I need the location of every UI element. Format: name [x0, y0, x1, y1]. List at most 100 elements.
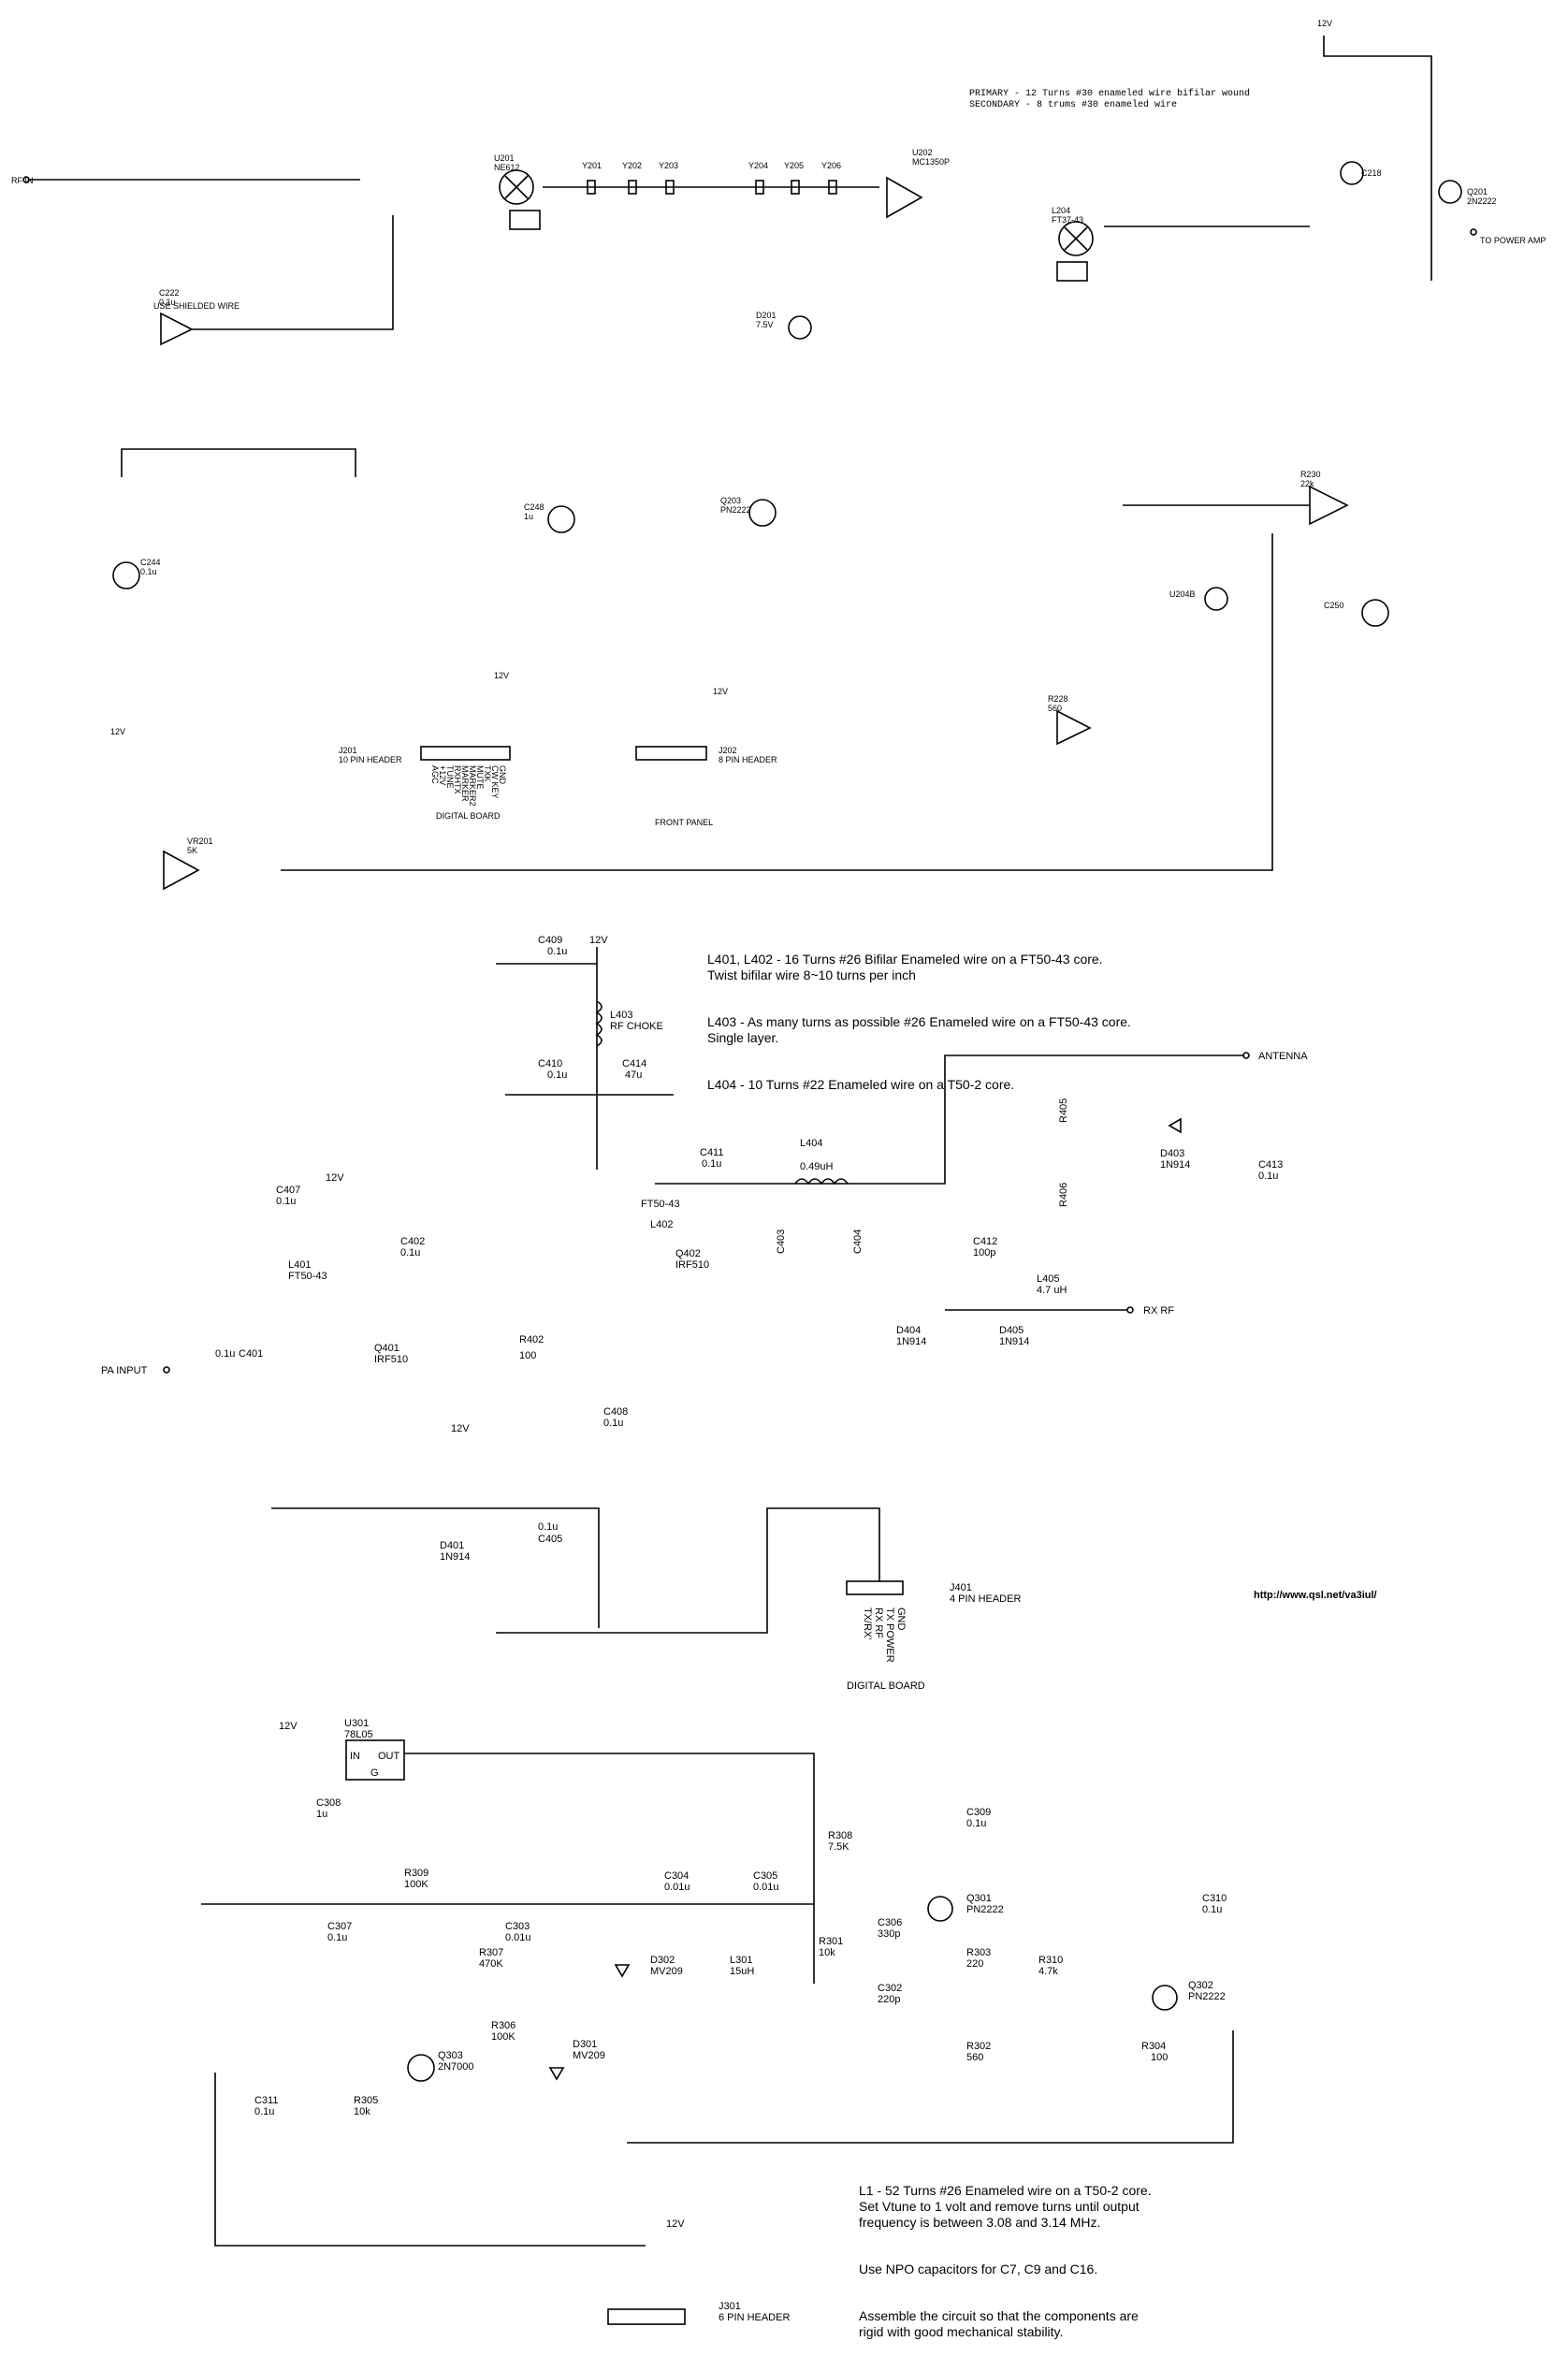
- pa-input-label: PA INPUT: [101, 1365, 148, 1376]
- j301-label: J301: [719, 2301, 741, 2312]
- r302-label: R302: [966, 2041, 991, 2052]
- q202-label: Q201: [1467, 187, 1488, 196]
- r308-label: R308: [828, 1830, 852, 1841]
- c412-value: 100p: [973, 1247, 995, 1258]
- j201-board: DIGITAL BOARD: [436, 811, 501, 821]
- j301-desc: 6 PIN HEADER: [719, 2312, 790, 2323]
- c310-value: 0.1u: [1202, 1904, 1222, 1915]
- u301-in: IN: [350, 1751, 360, 1762]
- c311-value: 0.1u: [254, 2106, 274, 2117]
- primary-note: PRIMARY - 12 Turns #30 enameled wire bif…: [969, 88, 1250, 99]
- d405-label: D405: [999, 1325, 1024, 1336]
- c409-label: C409: [538, 935, 562, 946]
- j201-connector: [420, 746, 511, 761]
- c305-value: 0.01u: [753, 1882, 779, 1893]
- r402-label: R402: [519, 1334, 544, 1346]
- pa-note-3: L404 - 10 Turns #22 Enameled wire on a T…: [707, 1077, 1015, 1092]
- j401-pin-4: TX/RX': [862, 1607, 873, 1640]
- c413-value: 0.1u: [1258, 1171, 1278, 1182]
- u204a-value: 5K: [187, 846, 197, 855]
- r306-label: R306: [491, 2020, 515, 2031]
- c407-value: 0.1u: [276, 1196, 296, 1207]
- j401-pin-3: RX RF: [873, 1607, 884, 1638]
- c302-label: C302: [878, 1983, 902, 1994]
- r310-label: R310: [1038, 1955, 1063, 1966]
- vfo-section: 12V U301 78L05 IN OUT G C308 1u R309 100…: [201, 1718, 1234, 2325]
- j201-pin-8: TXK: [483, 765, 492, 782]
- q401-label: Q401: [374, 1343, 399, 1354]
- l404-label: L404: [800, 1138, 822, 1149]
- u204c-opamp: [1056, 709, 1092, 746]
- u204d-value: 0.1u: [159, 298, 176, 307]
- c309-label: C309: [966, 1807, 991, 1818]
- r307-value: 470K: [479, 1958, 503, 1970]
- pa-output-wire: [655, 1055, 1244, 1185]
- y203-crystal: [665, 180, 675, 195]
- c307-label: C307: [327, 1921, 352, 1932]
- r301-value: 10k: [819, 1947, 835, 1958]
- u201-x2: [504, 175, 529, 199]
- u202-label: U202: [912, 148, 933, 157]
- d403-value: 1N914: [1160, 1159, 1190, 1171]
- c307-value: 0.1u: [327, 1932, 347, 1943]
- q206-label: C248: [524, 502, 544, 512]
- u202-value: MC1350P: [912, 157, 950, 167]
- u204d-opamp: [160, 312, 194, 346]
- r309-label: R309: [404, 1868, 428, 1879]
- y203-label: Y203: [659, 161, 678, 170]
- j201-pin-1: AGC: [430, 765, 440, 784]
- r301-label: R301: [819, 1936, 843, 1947]
- c409-value: 0.1u: [547, 946, 567, 957]
- q204-transistor: [1361, 599, 1389, 627]
- j202-label: J202: [719, 746, 737, 755]
- r405-label: R405: [1058, 1098, 1069, 1123]
- antenna-label: ANTENNA: [1258, 1051, 1308, 1062]
- q302-value: PN2222: [1188, 1991, 1226, 2002]
- bottom-bus: [281, 533, 1273, 871]
- supply-label-r403: 12V: [451, 1423, 470, 1434]
- u201-label: U201: [494, 153, 515, 163]
- pa-notes: L401, L402 - 16 Turns #26 Bifilar Enamel…: [707, 936, 1381, 1124]
- tx-rx-wire: [496, 1507, 880, 1634]
- rf-in-terminal: [22, 176, 30, 183]
- r306-value: 100K: [491, 2031, 515, 2043]
- supply-label-j301: 12V: [666, 2218, 685, 2230]
- c302-value: 220p: [878, 1994, 900, 2005]
- l402-value: FT50-43: [641, 1199, 680, 1210]
- j201-label: J201: [339, 746, 357, 755]
- rx-rf-label: RX RF: [1143, 1305, 1174, 1316]
- r304-value: 100: [1151, 2052, 1168, 2063]
- supply-rail-rx: [1323, 36, 1432, 281]
- c408-label: C408: [603, 1406, 628, 1418]
- pa-note-2: L403 - As many turns as possible #26 Ena…: [707, 1014, 1131, 1045]
- r307-label: R307: [479, 1947, 503, 1958]
- j401-pin-1: GND: [895, 1607, 907, 1631]
- j401-label: J401: [950, 1582, 972, 1593]
- vfo-note-2: Use NPO capacitors for C7, C9 and C16.: [859, 2262, 1098, 2276]
- q207-value: PN2222: [720, 505, 751, 515]
- l401-label: L401: [288, 1259, 311, 1271]
- l403-label: L403: [610, 1010, 632, 1021]
- l401-value: FT50-43: [288, 1271, 327, 1282]
- q206-value: 1u: [524, 512, 533, 521]
- c308-value: 1u: [316, 1809, 327, 1820]
- y201-label: Y201: [582, 161, 602, 170]
- u203-x2: [1064, 226, 1088, 251]
- supply-label-j202: 12V: [713, 687, 728, 696]
- q206-transistor: [547, 505, 575, 533]
- vfo-note-1: L1 - 52 Turns #26 Enameled wire on a T50…: [859, 2183, 1152, 2230]
- u301-value: 78L05: [344, 1729, 373, 1740]
- supply-label-pa-top: 12V: [589, 935, 608, 946]
- c414-value: 47u: [625, 1069, 642, 1081]
- j401-board: DIGITAL BOARD: [847, 1680, 925, 1692]
- q303-transistor: [407, 2054, 435, 2082]
- q208-label: C244: [140, 558, 161, 567]
- j401-desc: 4 PIN HEADER: [950, 1593, 1021, 1605]
- r302-value: 560: [966, 2052, 983, 2063]
- d404-label: D404: [896, 1325, 921, 1336]
- c407-label: C407: [276, 1185, 300, 1196]
- y204-crystal: [755, 180, 764, 195]
- c408-value: 0.1u: [603, 1418, 623, 1429]
- c402-value: 0.1u: [400, 1247, 420, 1258]
- y205-label: Y205: [784, 161, 804, 170]
